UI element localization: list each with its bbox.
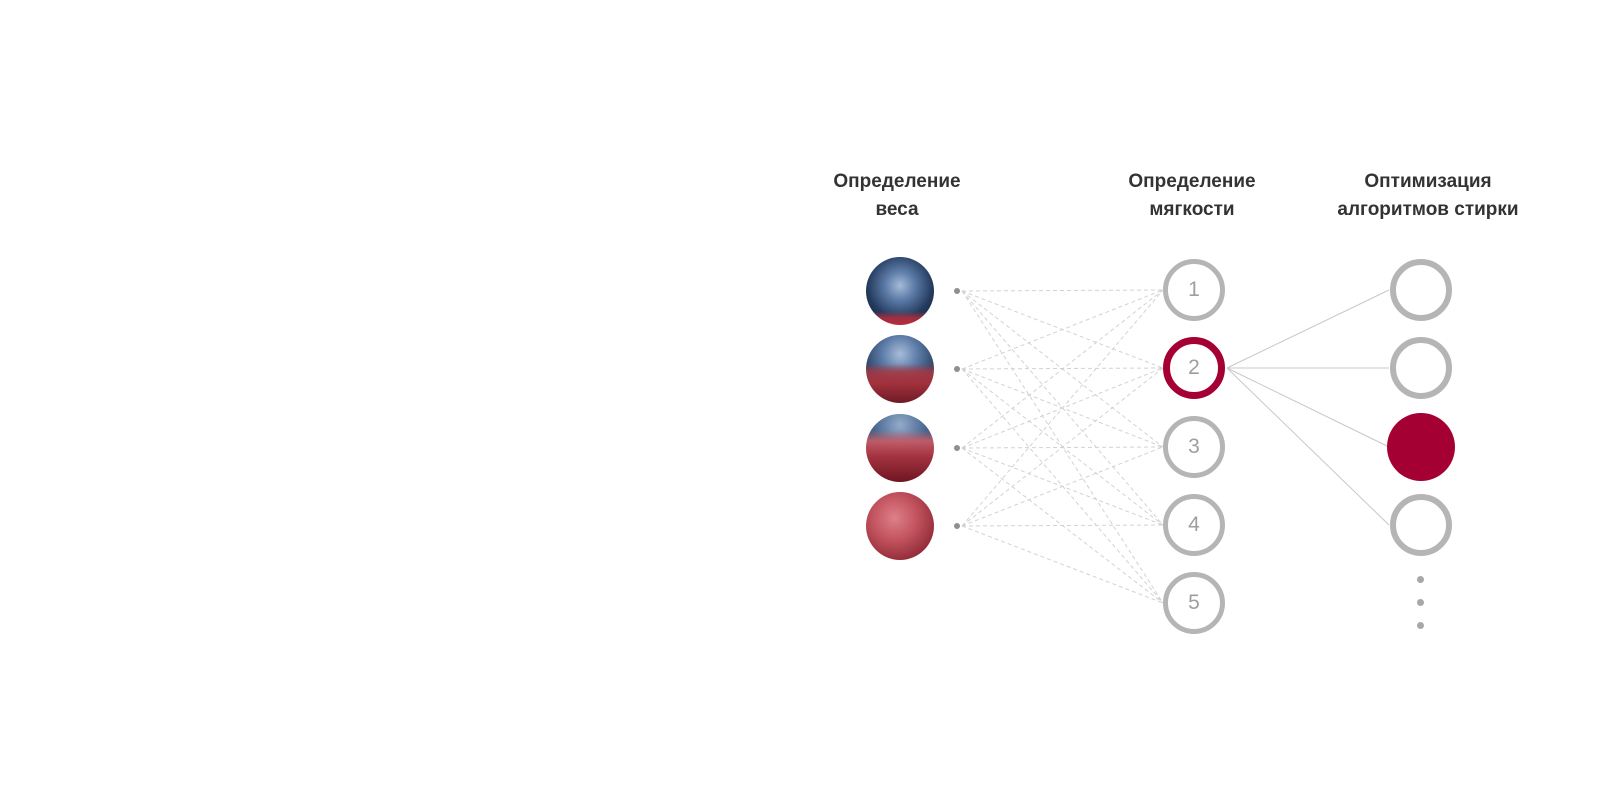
input-connector-dot-4 xyxy=(954,523,960,529)
output-node-4 xyxy=(1390,494,1452,556)
softness-node-5: 5 xyxy=(1163,572,1225,634)
laundry-drum-photo-1 xyxy=(866,257,934,325)
softness-node-1-label: 1 xyxy=(1188,278,1200,301)
softness-node-2-active: 2 xyxy=(1163,337,1225,399)
column-title-softness-line1: Определение xyxy=(1128,171,1256,192)
softness-node-4-label: 4 xyxy=(1188,513,1200,536)
column-title-weight-line2: веса xyxy=(875,199,919,220)
softness-node-3-label: 3 xyxy=(1188,435,1200,458)
input-connector-dot-1 xyxy=(954,288,960,294)
column-title-weight-line1: Определение xyxy=(833,171,961,192)
ellipsis-dot-2 xyxy=(1417,599,1424,606)
column-title-softness-line2: мягкости xyxy=(1149,199,1235,220)
softness-node-3: 3 xyxy=(1163,416,1225,478)
laundry-drum-photo-2 xyxy=(866,335,934,403)
output-node-1 xyxy=(1390,259,1452,321)
output-node-2 xyxy=(1390,337,1452,399)
dashed-connections xyxy=(961,289,1164,604)
column-title-weight: Определение веса xyxy=(717,168,1077,224)
column-title-optimization: Оптимизация алгоритмов стирки xyxy=(1248,168,1600,224)
softness-node-4: 4 xyxy=(1163,494,1225,556)
ellipsis-dot-3 xyxy=(1417,622,1424,629)
input-connector-dot-3 xyxy=(954,445,960,451)
laundry-drum-photo-3 xyxy=(866,414,934,482)
input-connector-dot-2 xyxy=(954,366,960,372)
column-title-softness: Определение мягкости xyxy=(1012,168,1372,224)
solid-connections xyxy=(1226,289,1390,526)
column-title-optimization-line2: алгоритмов стирки xyxy=(1337,199,1519,220)
column-title-optimization-line1: Оптимизация xyxy=(1364,171,1492,192)
softness-node-1: 1 xyxy=(1163,259,1225,321)
softness-node-5-label: 5 xyxy=(1188,591,1200,614)
output-node-3-selected xyxy=(1387,413,1455,481)
ellipsis-dot-1 xyxy=(1417,576,1424,583)
laundry-drum-photo-4 xyxy=(866,492,934,560)
softness-node-2-label: 2 xyxy=(1188,356,1200,379)
